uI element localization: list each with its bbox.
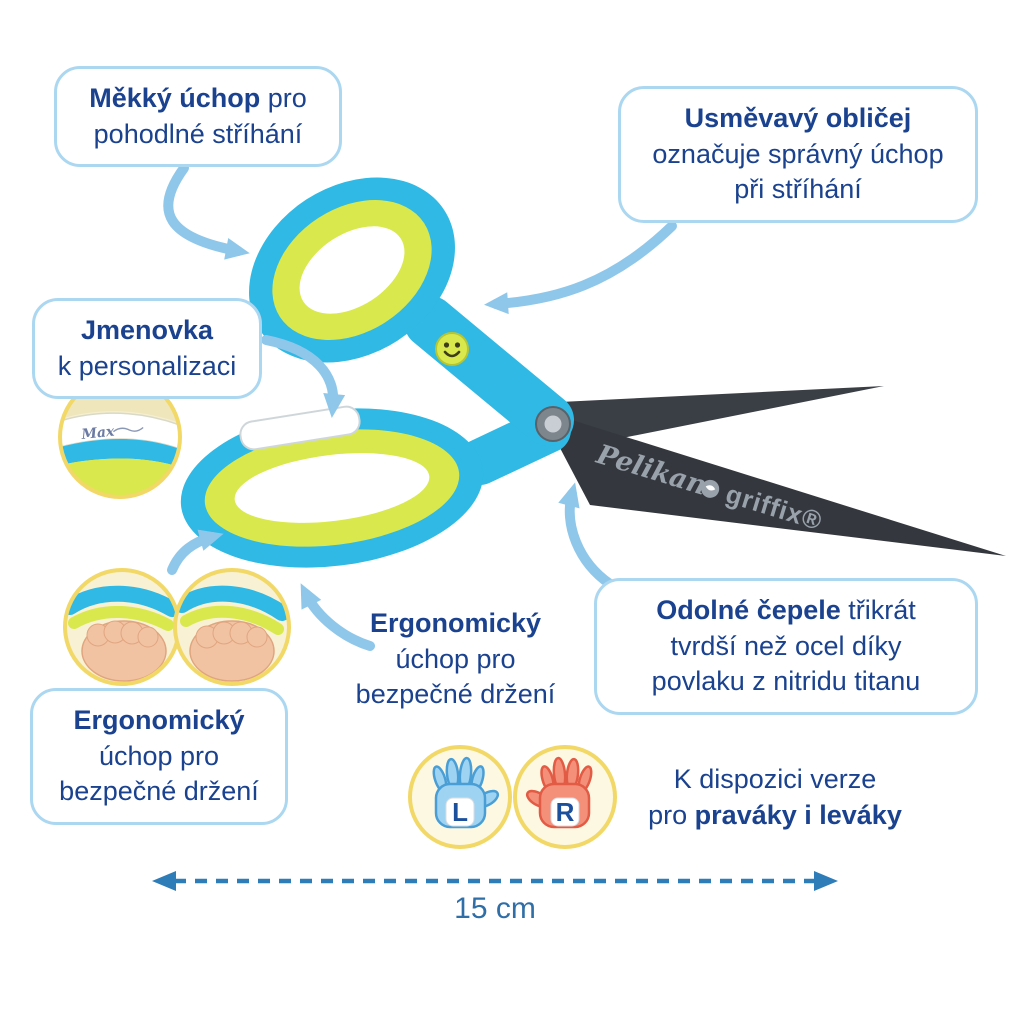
callout-line: bezpečné držení: [59, 776, 259, 807]
blades-arrow-icon: [558, 482, 615, 589]
upper-blade: [540, 386, 884, 450]
callout-line: tvrdší než ocel díky: [670, 630, 902, 661]
dimension-label: 15 cm: [454, 892, 536, 925]
callout-line: Jmenovka: [80, 315, 214, 345]
callout-line: K dispozici verze: [673, 764, 877, 794]
nametag-closeup-badge: Max: [58, 375, 182, 499]
callout-line: pohodlné stříhání: [93, 118, 303, 149]
callout-soft-grip: Měkký úchop pro pohodlné stříhání: [54, 66, 342, 168]
dimension-arrow-left-icon: [152, 871, 176, 891]
callout-line: Ergonomický: [73, 705, 245, 735]
dimension-line: [152, 871, 838, 891]
right-hand-badge: R: [513, 745, 617, 849]
callout-line: Usměvavý obličej: [684, 103, 912, 133]
callout-line: Měkký úchop pro: [89, 83, 307, 113]
callout-nametag: Jmenovka k personalizaci: [32, 298, 262, 400]
ergo-arrow-icon: [300, 583, 375, 651]
callout-line: úchop pro: [98, 740, 220, 771]
grip-photo-right-badge: [173, 568, 291, 686]
callout-smiley: Usměvavý obličej označuje správný úchop …: [618, 86, 978, 223]
callout-blades: Odolné čepele třikrát tvrdší než ocel dí…: [594, 578, 978, 715]
callout-line: Odolné čepele třikrát: [656, 595, 916, 625]
scissors-illustration: Pelikan griffix®: [180, 177, 1006, 568]
grip-photos-arrow-icon: [167, 529, 224, 575]
left-hand-badge: L: [408, 745, 512, 849]
upper-handle: [249, 177, 455, 363]
dimension-arrow-right-icon: [814, 871, 838, 891]
smiley-arrow-icon: [484, 221, 677, 315]
callout-ergo: Ergonomický úchop pro bezpečné držení: [30, 688, 288, 825]
callout-line: označuje správný úchop: [652, 138, 944, 169]
callout-line: pro praváky i leváky: [648, 799, 902, 830]
versions-text: K dispozici verze pro praváky i leváky: [630, 762, 920, 833]
smiley-face-icon: [435, 332, 469, 366]
right-letter: R: [556, 797, 575, 827]
pivot-screw: [535, 406, 571, 442]
left-letter: L: [452, 797, 468, 827]
nametag-arrow-icon: [261, 335, 346, 418]
callout-line: povlaku z nitridu titanu: [651, 666, 921, 697]
soft-grip-arrow-icon: [163, 163, 250, 260]
callout-line: k personalizaci: [57, 350, 237, 381]
callout-line: úchop pro: [395, 643, 516, 674]
callout-line: Ergonomický: [369, 608, 542, 638]
lower-blade: [540, 410, 1006, 556]
callout-line: bezpečné držení: [355, 679, 556, 710]
grip-photo-left-badge: [63, 568, 181, 686]
nametag-text: Max: [80, 424, 116, 444]
callout-line: při stříhání: [734, 174, 862, 205]
ergo-free-text: Ergonomický úchop pro bezpečné držení: [338, 606, 573, 713]
